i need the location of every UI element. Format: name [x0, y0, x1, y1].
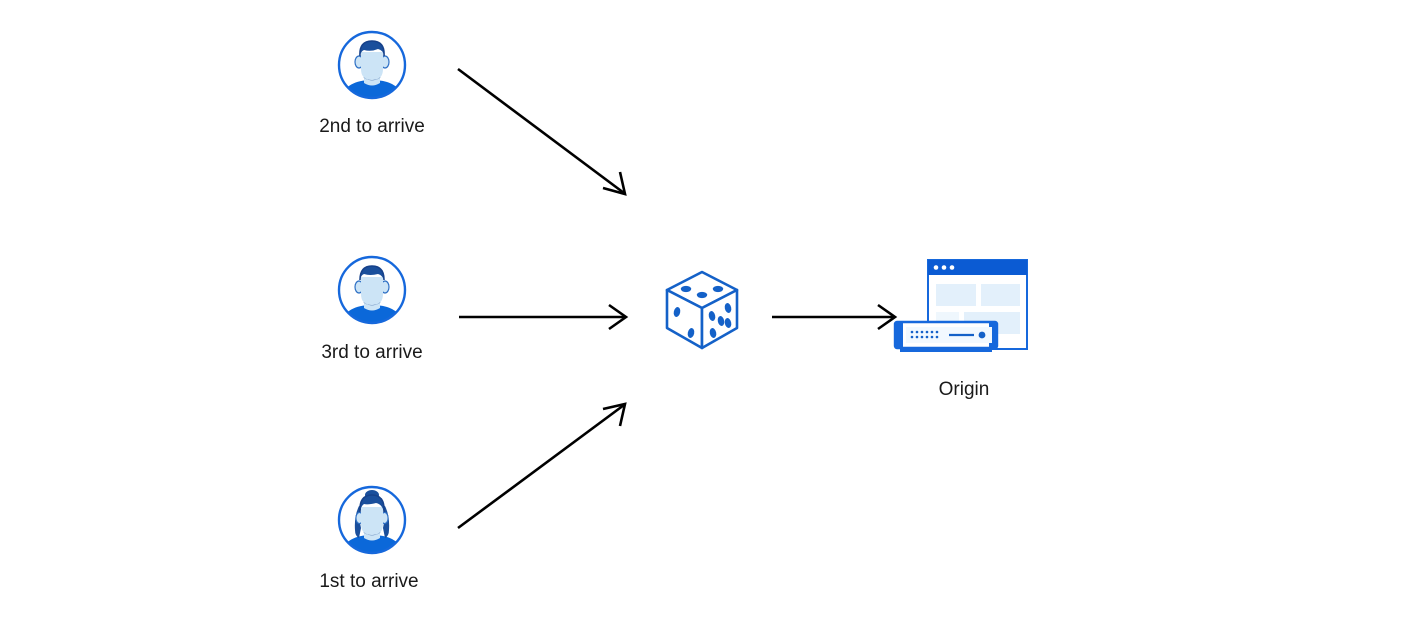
server-device [893, 320, 999, 352]
client-1st-label: 1st to arrive [319, 571, 419, 592]
origin-label: Origin [938, 379, 990, 400]
client-2nd-label: 2nd to arrive [319, 116, 425, 137]
arrow-1st-to-dice [457, 402, 627, 530]
origin-server-browser-icon [892, 256, 1034, 361]
user-avatar-male-short-hair-icon [336, 29, 408, 101]
dice-cube-icon [661, 268, 743, 354]
client-3rd-label: 3rd to arrive [321, 342, 423, 363]
arrow-2nd-to-dice [457, 67, 627, 196]
user-avatar-female-long-hair-icon [336, 484, 408, 556]
arrow-dice-to-origin [772, 303, 898, 331]
user-avatar-male-short-hair-icon [336, 254, 408, 326]
arrow-3rd-to-dice [459, 303, 629, 331]
